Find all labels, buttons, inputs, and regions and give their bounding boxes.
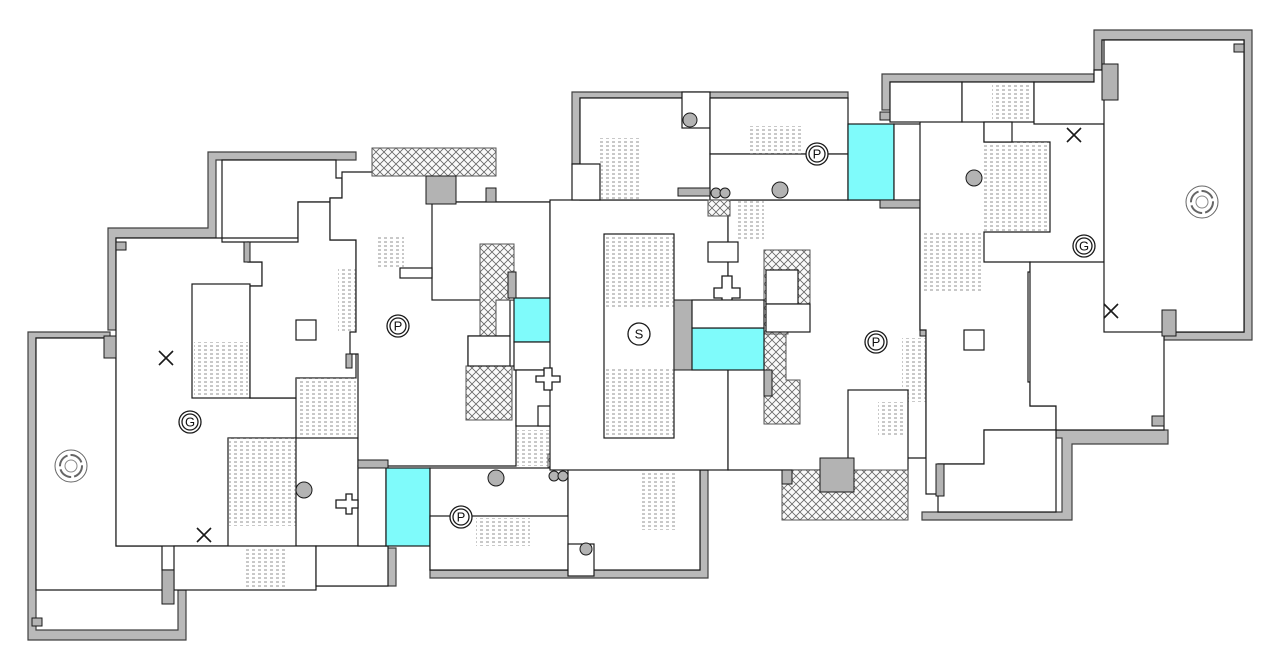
parking-label: P [394,319,403,334]
stair-core-marker: S [627,322,651,346]
core-stairs-upper [604,234,674,308]
unit-a-box [467,335,511,367]
garage-marker-left: G [178,410,202,434]
unit-c-wall-stub [763,369,773,397]
unit-b-pillar-d [557,470,569,482]
parking-label: P [457,510,466,525]
unit-c-column-b [781,469,793,485]
unit-a-column-top-b [485,187,497,203]
unit-c-closet-b [765,303,811,333]
unit-a-balcony-hatch [371,147,497,177]
unit-b-stairs-b [640,470,678,530]
unit-d-stairs-b [748,126,802,154]
right-balcony-inner [1103,39,1245,333]
x-mark-icon [196,527,212,543]
unit-d-pillar-d [719,187,731,199]
left-square [295,319,317,341]
right-lower-room [937,429,1057,513]
unit-c-column [819,457,855,493]
left-bottom-stairs [244,548,286,588]
unit-b-glazing [385,467,431,547]
center-left-unit [329,147,701,577]
unit-c-glazing [691,327,765,371]
parking-marker-left: P [386,314,410,338]
center-right-unit [571,91,943,521]
unit-a-alcove [399,267,433,279]
left-pillar [295,481,313,499]
x-mark-icon [158,350,174,366]
right-stairs-a [984,142,1050,232]
unit-d-stairs [600,138,640,200]
right-pillar [965,169,983,187]
core-wall-right [673,299,693,371]
left-column-e [31,617,43,627]
unit-c-bath [691,299,765,329]
left-bottom-room-b [315,545,389,587]
stair-core-label: S [635,327,644,342]
left-column-b [103,335,117,359]
left-column-a [243,241,251,263]
right-column-e [935,463,945,497]
unit-b-fixture [335,493,359,515]
right-column-c [1151,415,1165,427]
left-wing [31,159,433,627]
right-column-b [1161,309,1177,337]
left-bath-stairs [194,342,248,396]
unit-d-glazing [847,123,895,201]
unit-a-column-top [425,175,457,205]
wall-left-upper [107,151,357,331]
right-square [963,329,985,351]
unit-d-side [893,123,923,201]
unit-d-pillar [682,112,698,128]
parking-label: P [813,147,822,162]
unit-a-wall-stub [507,271,517,299]
x-mark-icon [1103,303,1119,319]
unit-b-pillar-b [579,542,593,556]
right-wing [889,39,1245,513]
symbols: P P P P G G S [54,127,1219,543]
rotation-icon [54,449,88,483]
unit-d-wall-stub [879,199,921,209]
unit-b-stairs [476,518,530,546]
unit-d-hatch [707,199,731,217]
right-column-a [1101,63,1119,101]
right-stairs-b [922,232,984,292]
parking-label: P [872,335,881,350]
right-corner [983,121,1013,143]
parking-marker-right: P [864,330,888,354]
core-stairs-lower [604,368,674,438]
unit-b-wall-stub-b [345,353,353,369]
core-fixture [535,367,561,391]
unit-d-wall-stub-b [677,187,711,197]
garage-label: G [1079,239,1089,254]
unit-d-pillar-b [771,181,789,199]
unit-c-closet [765,269,799,305]
unit-a-stairs [376,236,404,268]
garage-marker-right: G [1072,234,1096,258]
unit-b-wall-stub [357,459,389,469]
unit-b-pillar [487,469,505,487]
parking-marker-bottom: P [449,505,473,529]
x-mark-icon [1066,127,1082,143]
right-top-stairs [992,84,1032,120]
wall-right-lower [921,429,1169,521]
unit-b-main [357,465,387,547]
left-stairs-b [228,438,296,526]
unit-d-stairs-c [738,200,764,240]
left-column-c [161,569,175,605]
right-top-room [889,81,963,123]
unit-c-planter-b [763,333,801,425]
parking-marker-top: P [805,142,829,166]
left-stairs-a [296,378,356,438]
garage-label: G [185,415,195,430]
rotation-icon [1185,185,1219,219]
unit-d-corner [571,163,601,201]
unit-c-box [707,241,739,263]
unit-c-stairs-b [878,402,906,436]
right-column-d [1233,43,1245,53]
left-column-d [115,241,127,251]
